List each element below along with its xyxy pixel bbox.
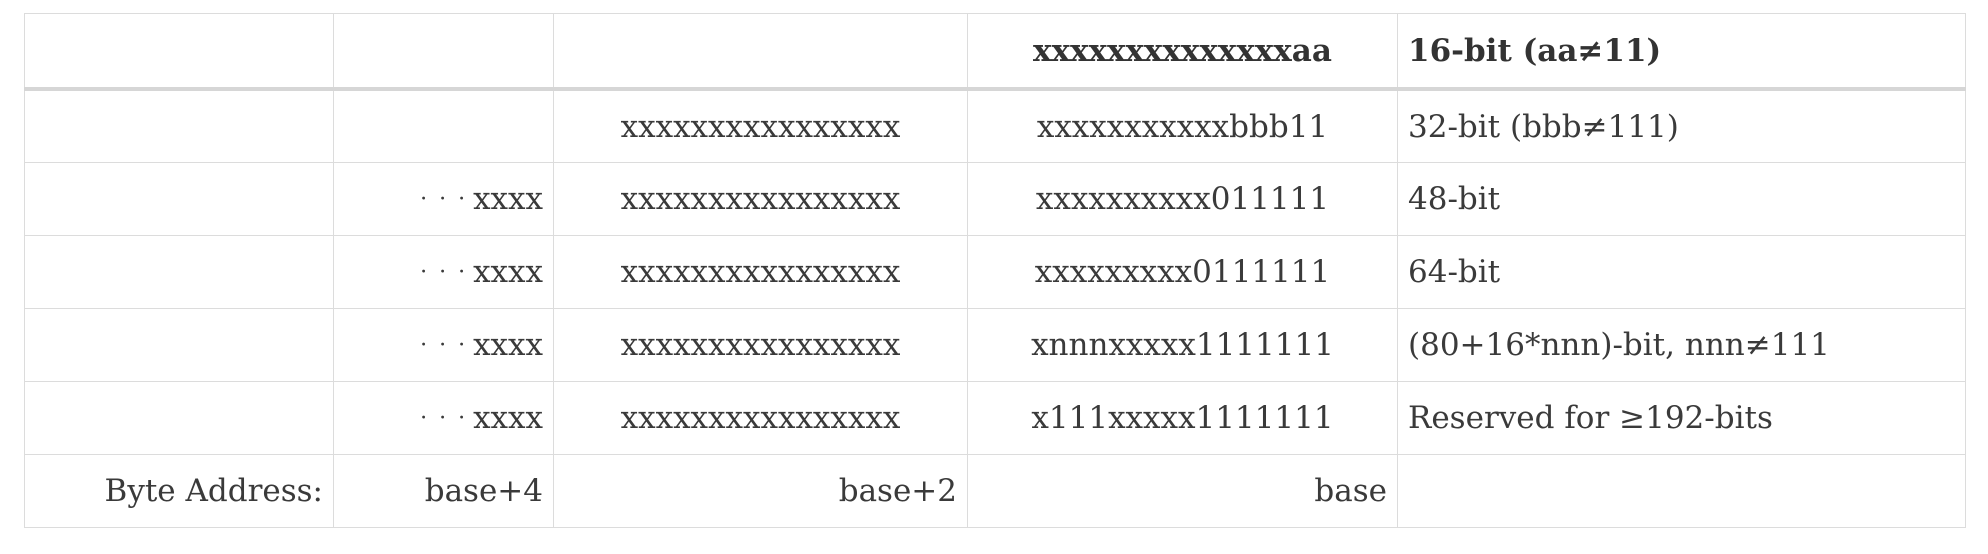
byte-address-base-plus-4: base+4 — [333, 454, 554, 528]
row-label-cell — [24, 235, 334, 309]
upper-bits-text: xxxx — [473, 181, 543, 217]
middle-bits-cell: xxxxxxxxxxxxxxxx — [553, 162, 968, 236]
header-cell-encoding: xxxxxxxxxxxxxxaa — [967, 13, 1398, 91]
continuation-dots: ··· — [420, 260, 478, 285]
upper-bits-cell: ···xxxx — [333, 235, 554, 309]
row-label-cell — [24, 162, 334, 236]
header-cell-empty-2 — [553, 13, 968, 91]
byte-address-row: Byte Address: base+4 base+2 base — [24, 454, 1966, 528]
header-cell-empty-1 — [333, 13, 554, 91]
low-bits-cell: xnnnxxxxx1111111 — [967, 308, 1398, 382]
byte-address-base: base — [967, 454, 1398, 528]
table-header-row: xxxxxxxxxxxxxxaa 16-bit (aa≠11) — [24, 13, 1966, 91]
table-row: ···xxxx xxxxxxxxxxxxxxxx xxxxxxxxx011111… — [24, 235, 1966, 309]
byte-address-base-plus-2: base+2 — [553, 454, 968, 528]
upper-bits-text: xxxx — [473, 327, 543, 363]
continuation-dots: ··· — [420, 406, 478, 431]
header-cell-length: 16-bit (aa≠11) — [1397, 13, 1966, 91]
row-label-cell — [24, 308, 334, 382]
instruction-length-encoding-table: xxxxxxxxxxxxxxaa 16-bit (aa≠11) xxxxxxxx… — [24, 13, 1966, 528]
row-label-cell — [24, 88, 334, 163]
byte-address-label: Byte Address: — [24, 454, 334, 528]
upper-bits-cell: ···xxxx — [333, 162, 554, 236]
table-row: xxxxxxxxxxxxxxxx xxxxxxxxxxxbbb11 32-bit… — [24, 88, 1966, 163]
byte-address-empty-cell — [1397, 454, 1966, 528]
low-bits-cell: xxxxxxxxxx011111 — [967, 162, 1398, 236]
upper-bits-text: xxxx — [473, 400, 543, 436]
middle-bits-cell: xxxxxxxxxxxxxxxx — [553, 308, 968, 382]
middle-bits-cell: xxxxxxxxxxxxxxxx — [553, 235, 968, 309]
upper-bits-cell: ···xxxx — [333, 308, 554, 382]
continuation-dots: ··· — [420, 187, 478, 212]
length-description-cell: Reserved for ≥192-bits — [1397, 381, 1966, 455]
length-description-cell: 32-bit (bbb≠111) — [1397, 88, 1966, 163]
upper-bits-cell — [333, 88, 554, 163]
row-label-cell — [24, 381, 334, 455]
low-bits-cell: x111xxxxx1111111 — [967, 381, 1398, 455]
continuation-dots: ··· — [420, 333, 478, 358]
table-row: ···xxxx xxxxxxxxxxxxxxxx x111xxxxx111111… — [24, 381, 1966, 455]
table-row: ···xxxx xxxxxxxxxxxxxxxx xnnnxxxxx111111… — [24, 308, 1966, 382]
middle-bits-cell: xxxxxxxxxxxxxxxx — [553, 381, 968, 455]
middle-bits-cell: xxxxxxxxxxxxxxxx — [553, 88, 968, 163]
length-description-cell: 64-bit — [1397, 235, 1966, 309]
upper-bits-cell: ···xxxx — [333, 381, 554, 455]
upper-bits-text: xxxx — [473, 254, 543, 290]
table-row: ···xxxx xxxxxxxxxxxxxxxx xxxxxxxxxx01111… — [24, 162, 1966, 236]
low-bits-cell: xxxxxxxxx0111111 — [967, 235, 1398, 309]
low-bits-cell: xxxxxxxxxxxbbb11 — [967, 88, 1398, 163]
length-description-cell: (80+16*nnn)-bit, nnn≠111 — [1397, 308, 1966, 382]
length-description-cell: 48-bit — [1397, 162, 1966, 236]
header-cell-empty-0 — [24, 13, 334, 91]
